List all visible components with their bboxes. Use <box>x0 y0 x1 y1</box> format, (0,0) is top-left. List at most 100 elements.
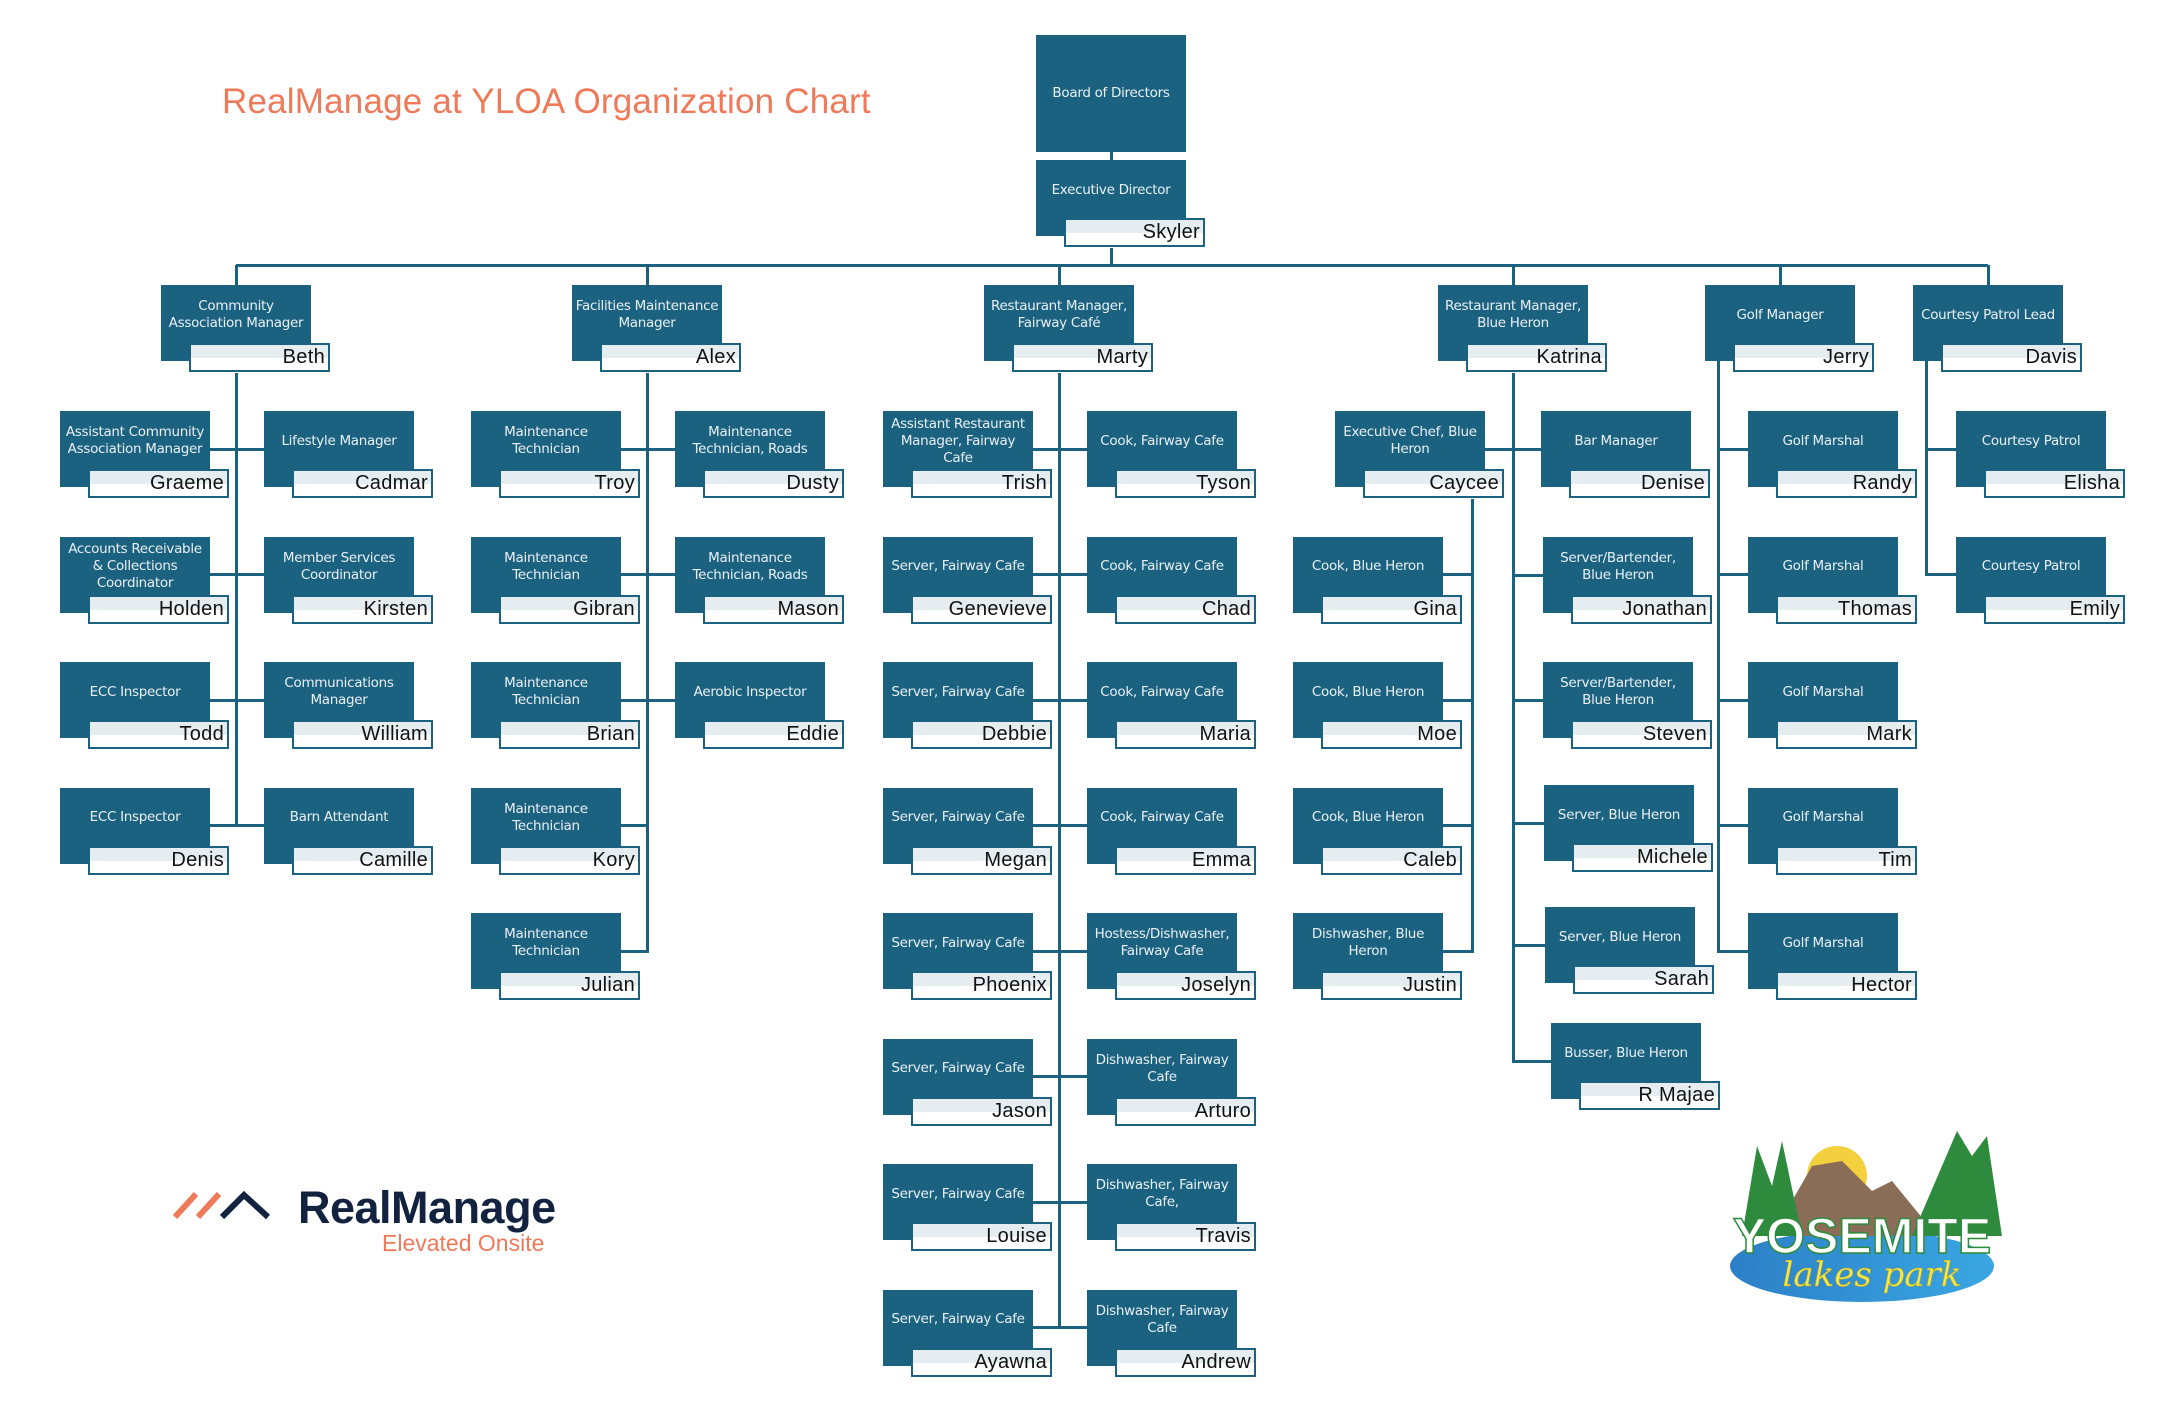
chart-title: RealManage at YLOA Organization Chart <box>222 82 871 121</box>
yosemite-word: YOSEMITE <box>1733 1208 1991 1264</box>
name-plate: Alex <box>600 343 741 372</box>
org-node[interactable]: Dishwasher, Fairway Cafe,Travis <box>1087 1164 1256 1251</box>
person-name: Joselyn <box>1181 974 1251 996</box>
name-plate: Julian <box>499 971 640 1000</box>
report-connector <box>210 447 236 451</box>
name-plate: Emma <box>1115 845 1256 875</box>
name-plate: Caleb <box>1321 845 1462 875</box>
position-title: Restaurant Manager, Fairway Café <box>991 298 1127 331</box>
position-title: Golf Marshal <box>1782 432 1864 449</box>
department-spine-line <box>1511 373 1515 1063</box>
report-connector <box>621 447 647 451</box>
position-title: ECC Inspector <box>89 809 181 825</box>
report-connector <box>621 698 647 702</box>
report-connector <box>1443 949 1472 953</box>
person-name: Justin <box>1402 974 1457 996</box>
report-connector <box>1718 447 1748 451</box>
person-name: Dusty <box>786 472 839 494</box>
person-name: Megan <box>984 848 1047 871</box>
position-title: Dishwasher, Blue Heron <box>1311 926 1425 959</box>
report-connector <box>1443 573 1472 576</box>
org-node[interactable]: Assistant Restaurant Manager, Fairway Ca… <box>883 411 1052 498</box>
person-name: Denis <box>171 848 224 871</box>
org-node[interactable]: Accounts Receivable & Collections Coordi… <box>60 536 229 624</box>
realmanage-wordmark: RealManage <box>298 1182 556 1233</box>
report-connector <box>210 698 236 702</box>
department-spine-line <box>1716 361 1720 953</box>
report-connector <box>1033 1200 1059 1204</box>
person-name: Chad <box>1201 597 1251 620</box>
report-connector <box>1718 949 1748 953</box>
report-connector <box>1926 447 1956 451</box>
report-connector <box>621 824 647 827</box>
name-plate: Elisha <box>1984 469 2125 498</box>
board-to-exec-line <box>1109 152 1113 160</box>
org-node[interactable]: Board of Directors <box>1036 35 1186 152</box>
name-plate: Holden <box>88 594 229 624</box>
yosemite-lakes-park-logo: YOSEMITE lakes park <box>1712 1126 2012 1316</box>
person-name: Debbie <box>981 723 1047 745</box>
position-title: Server, Fairway Cafe <box>891 1311 1025 1327</box>
position-title: Cook, Fairway Cafe <box>1100 809 1224 825</box>
department-spine-line <box>1924 361 1928 576</box>
person-name: Caleb <box>1403 848 1457 871</box>
name-plate: Caycee <box>1363 469 1504 498</box>
position-title: Maintenance Technician <box>504 549 588 583</box>
person-name: Gibran <box>573 597 635 620</box>
